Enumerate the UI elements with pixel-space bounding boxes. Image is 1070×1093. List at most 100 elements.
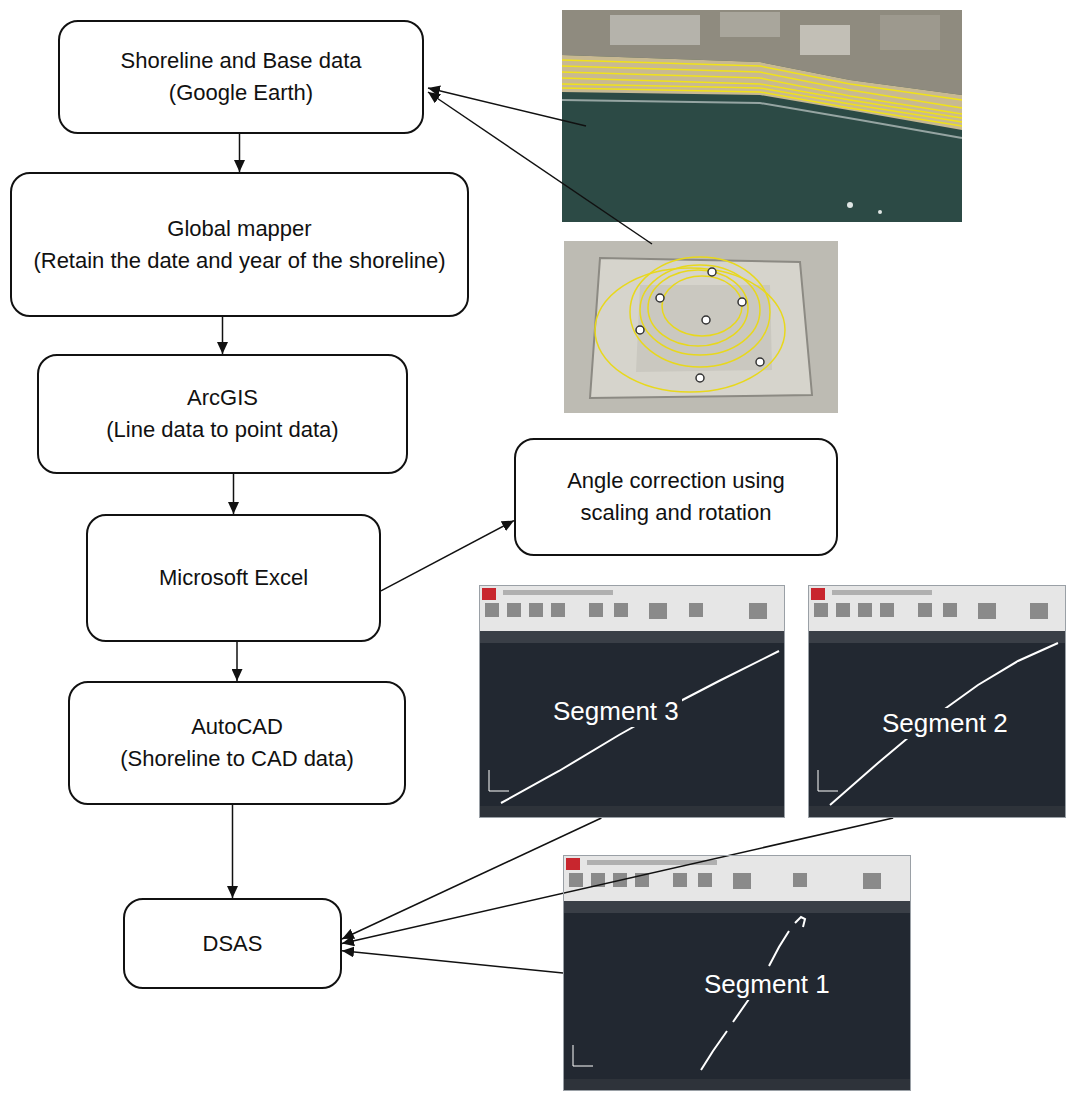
ucs-icon — [818, 770, 838, 791]
building — [800, 25, 850, 55]
title-bar — [832, 590, 932, 595]
marker — [656, 294, 664, 302]
tool-icon — [943, 603, 957, 617]
flow-arrow — [342, 951, 563, 973]
canvas — [479, 585, 785, 818]
status-bar — [563, 1079, 911, 1091]
process-box: Global mapper(Retain the date and year o… — [10, 172, 469, 317]
tab-strip — [808, 631, 1066, 643]
marker — [702, 316, 710, 324]
app-logo — [566, 858, 580, 870]
building — [610, 15, 700, 45]
shoreline-lines — [562, 60, 962, 126]
box-text: (Line data to point data) — [106, 414, 338, 446]
title-bar — [503, 590, 613, 595]
status-bar — [808, 806, 1066, 818]
tool-icon — [698, 873, 712, 887]
tool-icon — [814, 603, 828, 617]
app-logo — [811, 588, 825, 600]
box-text: DSAS — [203, 928, 263, 960]
process-box: Microsoft Excel — [86, 514, 381, 642]
canvas — [808, 585, 1066, 818]
autocad-screenshot — [563, 855, 911, 1091]
box-text: (Shoreline to CAD data) — [120, 743, 354, 775]
flow-arrow — [239, 134, 241, 172]
building — [720, 12, 780, 37]
process-box: Shoreline and Base data(Google Earth) — [58, 20, 424, 134]
canvas — [563, 855, 911, 1091]
marker — [708, 268, 716, 276]
process-box: ArcGIS(Line data to point data) — [37, 354, 408, 474]
tab-strip — [479, 631, 785, 643]
tool-icon — [858, 603, 872, 617]
box-heading: Global mapper — [167, 213, 311, 245]
trace-piece — [701, 1031, 727, 1070]
box-text: (Google Earth) — [169, 77, 313, 109]
tool-icon — [1030, 603, 1048, 619]
process-box: DSAS — [123, 898, 342, 989]
box-text: Microsoft Excel — [159, 562, 308, 594]
segment-label: Segment 3 — [550, 696, 682, 727]
trace-piece — [795, 917, 805, 927]
wave-spot — [847, 202, 853, 208]
wave-foam — [562, 100, 962, 138]
sea — [562, 10, 962, 222]
shoreline-circles — [595, 257, 785, 392]
flow-arrow — [381, 521, 514, 591]
tool-icon — [649, 603, 667, 619]
marker — [756, 358, 764, 366]
toolbar — [563, 855, 911, 901]
flow-arrow — [342, 818, 893, 944]
tool-icon — [507, 603, 521, 617]
tool-icon — [689, 603, 703, 617]
tool-icons — [814, 603, 1048, 619]
beach — [562, 55, 962, 130]
tool-icon — [551, 603, 565, 617]
tool-icon — [614, 603, 628, 617]
tool-icon — [733, 873, 751, 889]
tool-icon — [978, 603, 996, 619]
tool-icon — [836, 603, 850, 617]
box-heading: AutoCAD — [191, 711, 283, 743]
shoreline — [662, 276, 742, 336]
segment-label: Segment 2 — [879, 708, 1011, 739]
screenshot-panel: Segment 3 — [479, 585, 785, 818]
satellite-image — [562, 10, 962, 222]
segment-label: Segment 1 — [701, 969, 833, 1000]
status-bar — [479, 806, 785, 818]
marker — [738, 298, 746, 306]
screenshot-panel: Segment 1 — [563, 855, 911, 1091]
shoreline — [648, 270, 748, 346]
box-text: Angle correction using scaling and rotat… — [530, 465, 822, 529]
shoreline-trace — [830, 643, 1058, 805]
satellite-image — [564, 241, 838, 413]
tool-icon — [880, 603, 894, 617]
flow-arrow — [233, 474, 235, 514]
building — [880, 15, 940, 50]
marker — [636, 326, 644, 334]
ucs-icon — [489, 770, 509, 791]
marker — [696, 374, 704, 382]
toolbar — [479, 585, 785, 631]
tool-icon — [793, 873, 807, 887]
flow-arrow — [236, 642, 238, 681]
autocad-screenshot — [808, 585, 1066, 818]
process-box: Angle correction using scaling and rotat… — [514, 438, 838, 556]
shoreline — [562, 88, 962, 126]
autocad-screenshot — [479, 585, 785, 818]
shoreline — [595, 268, 785, 392]
tab-strip — [563, 901, 911, 913]
tool-icon — [749, 603, 767, 619]
process-box: AutoCAD(Shoreline to CAD data) — [68, 681, 406, 805]
tool-icon — [529, 603, 543, 617]
tool-icon — [673, 873, 687, 887]
tool-icon — [485, 603, 499, 617]
markers — [636, 268, 764, 382]
shoreline — [562, 66, 962, 108]
app-logo — [482, 588, 496, 600]
wave-spot — [878, 210, 882, 214]
tool-icon — [569, 873, 583, 887]
box-text: (Retain the date and year of the shoreli… — [33, 245, 445, 277]
trace-piece — [769, 931, 789, 966]
flow-arrow — [222, 317, 224, 354]
